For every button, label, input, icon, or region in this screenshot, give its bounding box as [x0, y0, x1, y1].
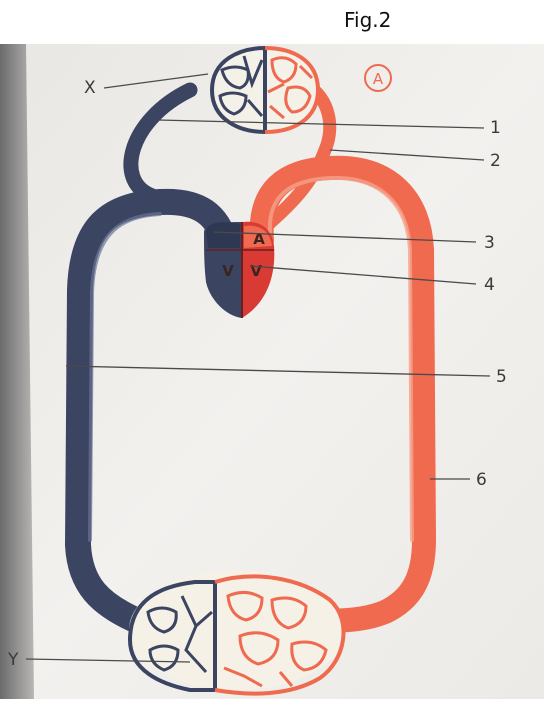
label-y: Y: [7, 650, 19, 670]
corner-label: A: [373, 70, 384, 88]
label-x: X: [84, 78, 96, 98]
label-3: 3: [484, 233, 495, 253]
label-5: 5: [496, 367, 507, 387]
circulation-diagram: A V V A X 1 2 3 4 5 6 Y: [0, 44, 544, 699]
lung-capillary-bed: [211, 48, 319, 132]
label-1: 1: [490, 118, 501, 138]
label-4: 4: [484, 275, 495, 295]
heart-atrium-label: A: [253, 230, 265, 248]
label-2: 2: [490, 151, 501, 171]
heart-left-ventricle-label: V: [222, 262, 234, 280]
figure-title: Fig.2: [344, 8, 391, 32]
label-6: 6: [476, 470, 487, 490]
heart-right-ventricle-label: V: [250, 262, 262, 280]
